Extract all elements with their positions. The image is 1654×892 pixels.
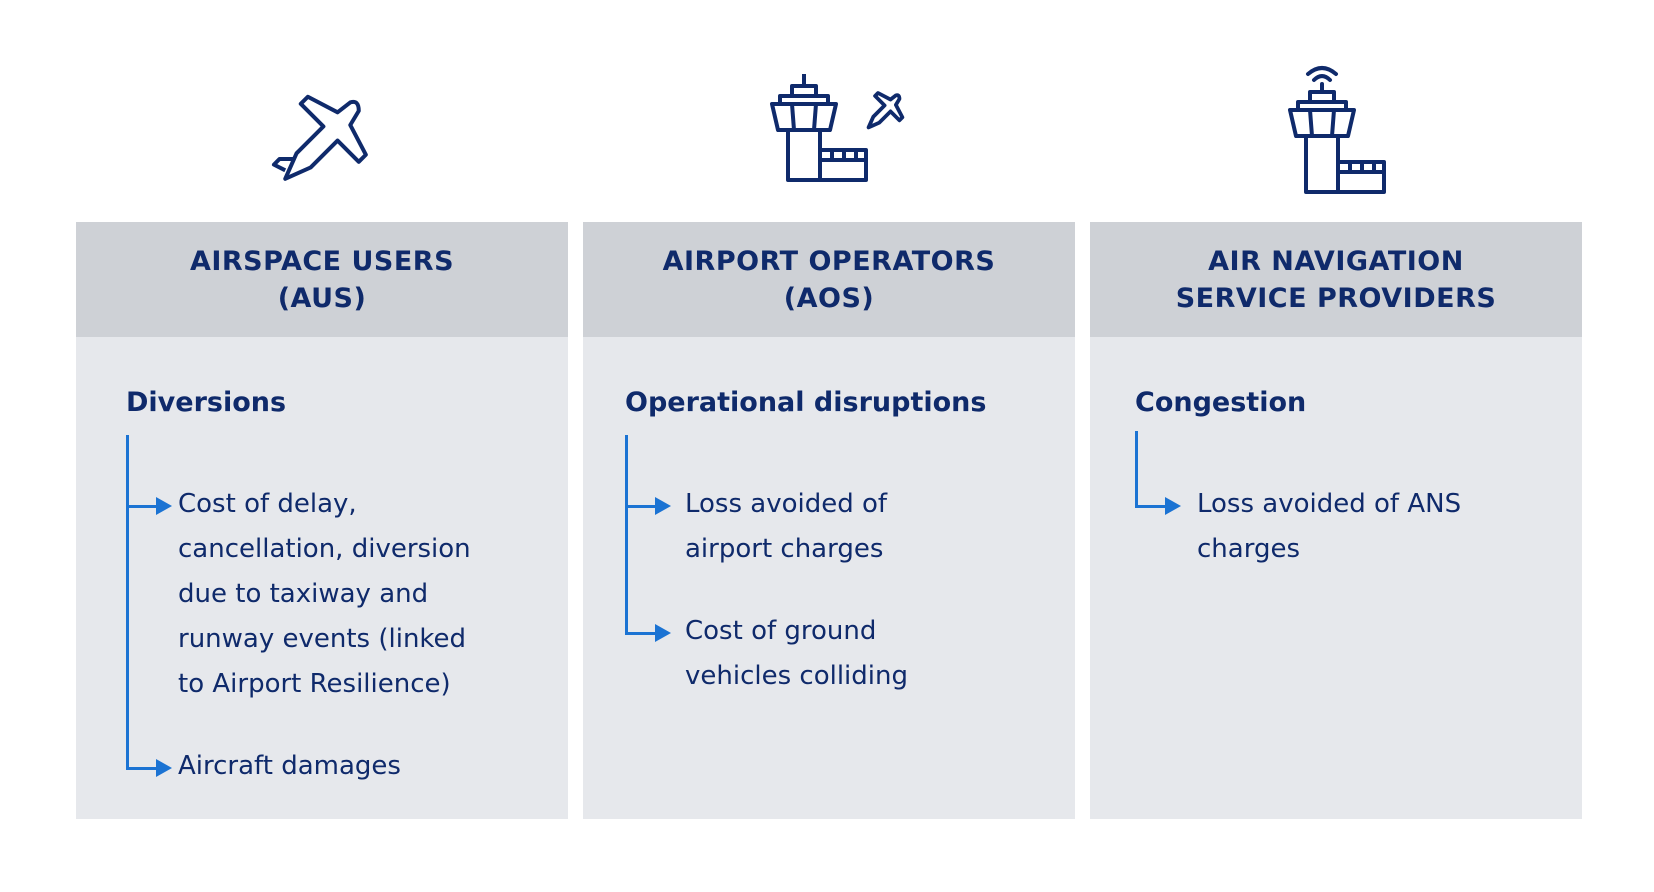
airplane-icon — [262, 82, 382, 202]
connector-line — [1135, 431, 1138, 508]
section-title: Diversions — [126, 387, 287, 418]
arrow-icon — [655, 624, 671, 642]
connector-branch — [1135, 505, 1165, 508]
connector-branch — [625, 505, 655, 508]
section-title: Congestion — [1135, 387, 1307, 418]
card-body: Operational disruptions Loss avoided of … — [583, 337, 1075, 819]
list-item: Loss avoided of ANS charges — [1197, 489, 1462, 564]
card-title: AIR NAVIGATION SERVICE PROVIDERS — [1175, 245, 1497, 314]
card-title: AIRSPACE USERS (AUS) — [189, 245, 455, 314]
list-item: Aircraft damages — [178, 751, 401, 781]
card-header: AIRSPACE USERS (AUS) — [76, 222, 568, 337]
card-air-navigation-service-providers: AIR NAVIGATION SERVICE PROVIDERS Congest… — [1090, 222, 1582, 819]
card-body: Diversions Cost of delay, cancellation, … — [76, 337, 568, 819]
list-item: Cost of delay, cancellation, diversion d… — [178, 489, 471, 699]
card-header: AIR NAVIGATION SERVICE PROVIDERS — [1090, 222, 1582, 337]
card-body: Congestion Loss avoided of ANS charges — [1090, 337, 1582, 819]
card-airspace-users: AIRSPACE USERS (AUS) Diversions Cost of … — [76, 222, 568, 819]
arrow-icon — [1165, 497, 1181, 515]
card-header: AIRPORT OPERATORS (AOS) — [583, 222, 1075, 337]
arrow-icon — [655, 497, 671, 515]
card-airport-operators: AIRPORT OPERATORS (AOS) Operational disr… — [583, 222, 1075, 819]
section-title: Operational disruptions — [625, 387, 987, 418]
connector-line — [126, 435, 129, 770]
connector-branch — [126, 767, 156, 770]
connector-branch — [625, 632, 655, 635]
list-item: Cost of ground vehicles colliding — [685, 616, 908, 691]
card-title: AIRPORT OPERATORS (AOS) — [662, 245, 996, 314]
list-item: Loss avoided of airport charges — [685, 489, 888, 564]
connector-line — [625, 435, 628, 635]
arrow-icon — [156, 497, 172, 515]
control-tower-with-airplane-icon — [766, 72, 916, 192]
arrow-icon — [156, 759, 172, 777]
control-tower-with-signal-icon — [1282, 62, 1392, 202]
connector-branch — [126, 505, 156, 508]
